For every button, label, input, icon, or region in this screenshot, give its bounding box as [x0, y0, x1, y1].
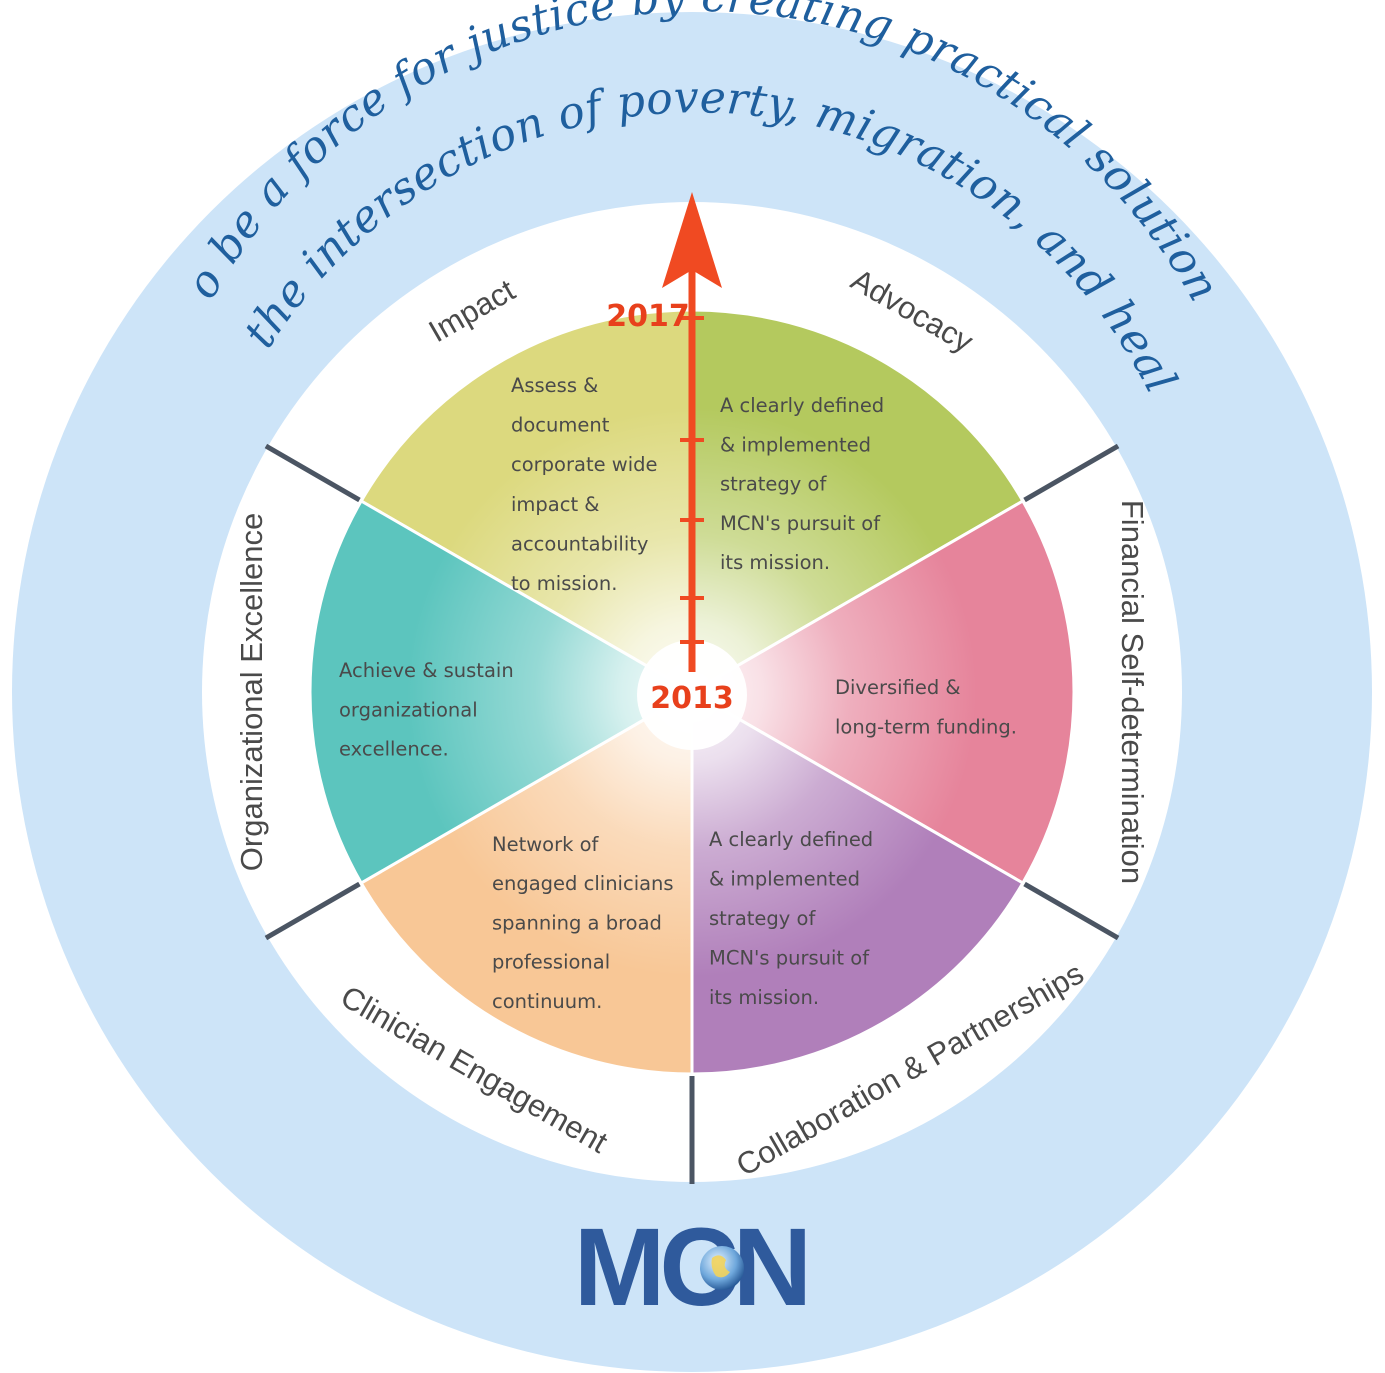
ring-divider: [1023, 443, 1120, 503]
segment-text-line: corporate wide: [511, 453, 658, 476]
logo-text: MCN: [574, 1206, 807, 1329]
segment-text-line: A clearly defined: [720, 394, 884, 417]
segment-texts: Assess & document corporate wide impact & ac…: [339, 374, 1017, 1013]
segment-text-clinician-engagement: Network of engaged clinicians spanning a b…: [492, 833, 674, 1013]
segment-text-line: organizational: [339, 698, 478, 721]
segment-text-line: Assess &: [511, 374, 598, 397]
segment-text-collaboration-partnerships: A clearly defined & implemented strategy o…: [709, 828, 873, 1009]
segment-text-line: to mission.: [511, 572, 617, 595]
center-hub: [637, 640, 747, 750]
globe-land-icon: [711, 1255, 730, 1278]
year-start-label: 2013: [650, 681, 734, 716]
segment-text-line: A clearly defined: [709, 828, 873, 851]
year-end-label: 2017: [606, 299, 690, 334]
segment-text-line: its mission.: [709, 986, 819, 1009]
segment-text-line: Diversified &: [835, 676, 961, 699]
segment-text-line: continuum.: [492, 990, 602, 1013]
segment-text-impact: Assess & document corporate wide impact & ac…: [511, 374, 658, 595]
segment-text-line: MCN's pursuit of: [720, 512, 881, 535]
segment-text-line: & implemented: [720, 433, 871, 456]
mcn-logo: MCN: [574, 1206, 813, 1329]
segment-text-line: Achieve & sustain: [339, 659, 514, 682]
segment-text-financial-self-determination: Diversified & long-term funding.: [835, 676, 1017, 739]
ring-divider: [1023, 881, 1120, 941]
segment-text-advocacy: A clearly defined & implemented strategy o…: [720, 394, 884, 574]
segment-text-line: its mission.: [720, 551, 830, 574]
segment-text-line: Network of: [492, 833, 600, 856]
segment-text-line: spanning a broad: [492, 911, 662, 934]
arrowhead: [662, 192, 722, 288]
segment-text-line: strategy of: [709, 907, 816, 930]
ring-label-organizational-excellence: Organizational Excellence: [234, 513, 269, 871]
segment-text-line: document: [511, 414, 610, 437]
ring-divider: [264, 881, 361, 941]
segment-text-line: MCN's pursuit of: [709, 947, 870, 970]
segment-text-line: impact &: [511, 493, 600, 516]
segment-text-line: excellence.: [339, 738, 449, 761]
ring-label-financial-self-determination: Financial Self-determination: [1115, 500, 1150, 884]
timeline-arrow: [662, 192, 722, 672]
ring-divider: [264, 443, 361, 503]
segment-text-line: engaged clinicians: [492, 872, 674, 895]
segment-text-line: long-term funding.: [835, 716, 1017, 739]
segment-text-line: strategy of: [720, 473, 827, 496]
segment-text-line: accountability: [511, 532, 648, 555]
segment-text-line: professional: [492, 951, 610, 974]
segment-text-line: & implemented: [709, 868, 860, 891]
segment-text-organizational-excellence: Achieve & sustain organizational excellenc…: [339, 659, 514, 761]
